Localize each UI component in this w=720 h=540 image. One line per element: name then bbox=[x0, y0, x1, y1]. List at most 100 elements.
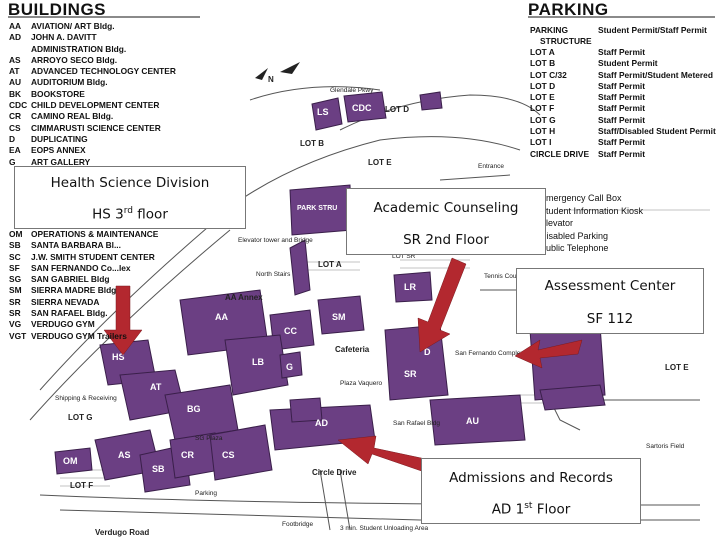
building-name: CAMINO REAL Bldg. bbox=[31, 111, 114, 122]
callout-academic-counseling: Academic Counseling SR 2nd Floor bbox=[346, 188, 546, 255]
building-name: VERDUGO GYM bbox=[31, 319, 95, 330]
map-label-as: AS bbox=[118, 450, 131, 460]
building-name: BOOKSTORE bbox=[31, 88, 85, 99]
building-code: AT bbox=[9, 66, 20, 77]
map-label-glendale: Glendale Pkwy bbox=[330, 87, 374, 94]
map-label-sb: SB bbox=[152, 464, 165, 474]
building-cs bbox=[209, 424, 273, 481]
map-label-circle-drive: Circle Drive bbox=[312, 468, 357, 477]
map-label-lr: LR bbox=[404, 282, 416, 292]
parking-lot-name: LOT D bbox=[530, 80, 556, 91]
map-label-lot-g: LOT G bbox=[68, 413, 92, 422]
building-code: AD bbox=[9, 32, 22, 43]
building-name: ADMINISTRATION Bldg. bbox=[31, 43, 127, 54]
buildings-title: BUILDINGS bbox=[8, 0, 106, 19]
building-g bbox=[279, 351, 303, 379]
building-code: OM bbox=[9, 229, 23, 239]
parking-lot-name: LOT F bbox=[530, 103, 555, 114]
parking-permit: Staff Permit bbox=[598, 137, 646, 148]
building-row: CR CAMINO REAL Bldg. bbox=[9, 111, 176, 122]
map-label-bg: BG bbox=[187, 404, 201, 414]
legend-item: Student Information Kiosk bbox=[540, 205, 644, 216]
map-label-plaza: Plaza Vaquero bbox=[340, 380, 383, 387]
parking-col-header-1b: STRUCTURE bbox=[540, 36, 592, 47]
arrow-to-sf-icon bbox=[514, 339, 583, 369]
parking-lot-name: LOT A bbox=[530, 47, 555, 57]
map-label-om: OM bbox=[63, 456, 78, 466]
building-name: AVIATION/ ART Bldg. bbox=[31, 21, 115, 31]
building-code: EA bbox=[9, 145, 21, 156]
building-name: DUPLICATING bbox=[31, 133, 88, 144]
building-row: SC J.W. SMITH STUDENT CENTER bbox=[9, 252, 158, 263]
building-annex bbox=[289, 239, 311, 296]
building-name: AUDITORIUM Bldg. bbox=[31, 77, 108, 88]
map-label-sg-plaza: SG Plaza bbox=[195, 435, 223, 442]
building-row: OM OPERATIONS & MAINTENANCE bbox=[9, 229, 158, 240]
map-label-parking: Parking bbox=[195, 490, 217, 497]
map-label-elevator-tower: Elevator tower and Bridge bbox=[238, 237, 313, 244]
parking-col-header-2: Student Permit/Staff Permit bbox=[598, 25, 707, 35]
campus-buildings bbox=[54, 91, 606, 493]
callout-health-science: Health Science Division HS 3rd floor bbox=[14, 166, 246, 229]
callout-health-line1: Health Science Division bbox=[50, 175, 210, 191]
callout-admissions-line2: AD 1st Floor bbox=[491, 501, 571, 518]
north-arrow-icon bbox=[255, 62, 300, 80]
parking-permit: Staff Permit bbox=[598, 103, 646, 114]
building-lb bbox=[224, 334, 289, 396]
callout-admissions-line1: Admissions and Records bbox=[449, 470, 613, 486]
building-code bbox=[9, 44, 31, 55]
building-vg bbox=[539, 384, 606, 411]
parking-lot-name: LOT B bbox=[530, 58, 556, 69]
building-d bbox=[419, 91, 443, 111]
building-name: J.W. SMITH STUDENT CENTER bbox=[31, 251, 155, 262]
map-label-ls: LS bbox=[317, 107, 329, 117]
map-label-entrance: Entrance bbox=[478, 163, 504, 170]
building-name: VERDUGO GYM Trailers bbox=[31, 330, 127, 341]
map-label-unloading: 3 min. Student Unloading Area bbox=[340, 525, 429, 532]
building-row: G ART GALLERY bbox=[9, 157, 176, 168]
building-code: CDC bbox=[9, 100, 28, 111]
map-label-d: D bbox=[424, 347, 431, 357]
map-label-g: G bbox=[286, 362, 293, 372]
callout-assessment-center: Assessment Center SF 112 bbox=[516, 268, 704, 334]
legend-item: Elevator bbox=[540, 218, 574, 228]
building-code: SB bbox=[9, 240, 21, 251]
building-row: AA AVIATION/ ART Bldg. bbox=[9, 21, 176, 32]
map-label-cs: CS bbox=[222, 450, 235, 460]
map-label-lot-e-top: LOT E bbox=[368, 158, 392, 167]
building-code: CR bbox=[9, 111, 22, 122]
building-row: ADMINISTRATION Bldg. bbox=[9, 44, 176, 55]
building-code: AA bbox=[9, 21, 22, 31]
parking-permit: Staff Permit bbox=[598, 80, 646, 91]
arrow-to-hs-icon bbox=[103, 285, 143, 356]
building-code: SG bbox=[9, 274, 22, 285]
callout-health-line2: HS 3rd floor bbox=[92, 206, 168, 223]
building-name: SAN GABRIEL Bldg bbox=[31, 274, 110, 285]
building-name: ART GALLERY bbox=[31, 156, 91, 167]
map-label-cc: CC bbox=[284, 326, 297, 336]
building-code: SC bbox=[9, 251, 21, 262]
building-name: SAN RAFAEL Bldg. bbox=[31, 308, 108, 319]
building-name: OPERATIONS & MAINTENANCE bbox=[31, 229, 159, 239]
parking-permit: Staff Permit bbox=[598, 114, 646, 125]
map-label-sr: SR bbox=[404, 369, 417, 379]
building-code: G bbox=[9, 156, 16, 167]
map-label-sm: SM bbox=[332, 312, 346, 322]
map-label-aa-annex: AA Annex bbox=[225, 293, 263, 302]
